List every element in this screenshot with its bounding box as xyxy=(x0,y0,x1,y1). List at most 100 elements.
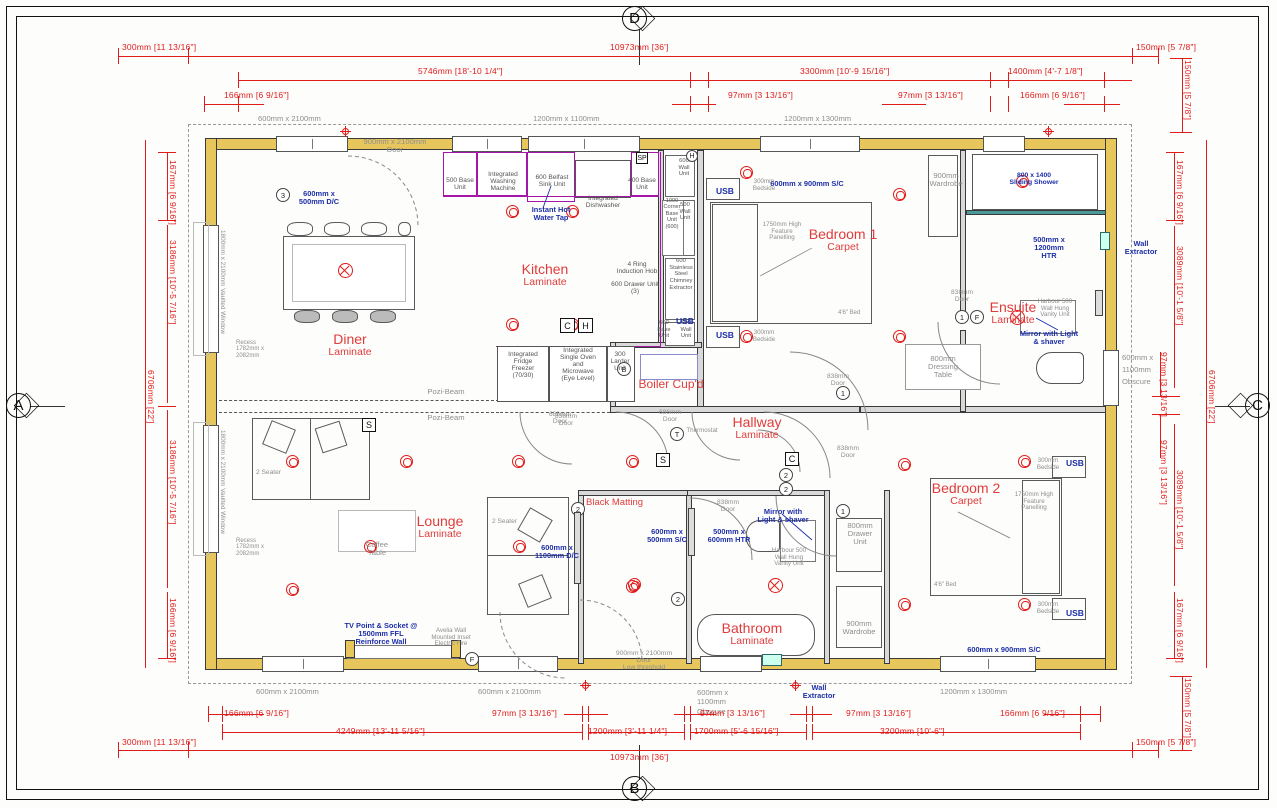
annotation-pozi-beam-top: Pozi-Beam xyxy=(427,387,465,396)
dim-line-right-total xyxy=(1206,140,1207,668)
partition-hallway-north-east xyxy=(860,406,1106,413)
integrated-dishwasher xyxy=(575,160,631,198)
crosshair-marker xyxy=(790,680,801,691)
opening-label-top-2: 1200mm x 1100mm xyxy=(533,114,600,123)
dim-bottom-second-4: 3200mm [10'-6"] xyxy=(880,726,945,736)
symbol-sp: SP xyxy=(636,152,648,164)
usb-socket-3: USB xyxy=(676,316,694,326)
dim-top-second-3: 1400mm [4'-7 1/8"] xyxy=(1008,66,1083,76)
chair xyxy=(324,222,350,236)
unit-label-belfast-sink: 600 Belfast Sink Unit xyxy=(535,174,569,188)
dim-line-bottom-second-1 xyxy=(222,732,582,733)
symbol-fire-switch: F xyxy=(465,652,479,666)
dim-line-right-3 xyxy=(1160,352,1161,396)
annotation-wall-extractor-east: Wall Extractor xyxy=(1124,239,1158,256)
symbol-switch: S xyxy=(656,453,670,467)
window-north-4 xyxy=(760,136,860,152)
grid-circle-c xyxy=(1245,393,1270,418)
symbol-boiler: B xyxy=(617,362,631,376)
dim-right-5: 3089mm [10'-1 5/8"] xyxy=(1175,470,1185,550)
annotation-bedside-3: 300mm Bedside xyxy=(1036,457,1060,471)
unit-label-chimney-extractor: 600 Stainless Steel Chimney Extractor xyxy=(669,258,693,291)
dim-line-right-4 xyxy=(1160,414,1161,458)
unit-label-drawer-unit: 600 Drawer Unit (3) xyxy=(611,281,659,295)
annotation-pozi-beam-bottom: Pozi-Beam xyxy=(427,413,465,422)
annotation-door-838-b: 838mm Door xyxy=(827,373,849,387)
dim-bottom-second-2: 1200mm [3'-11 1/4"] xyxy=(588,726,668,736)
setting-out-line xyxy=(188,124,1132,684)
annotation-electric-fire: Avelia Wall Mounted Inset Electric Fire xyxy=(431,627,471,647)
window-south-4 xyxy=(940,656,1036,672)
wall-unit-600 xyxy=(665,155,695,197)
dim-line-left-1 xyxy=(167,152,168,220)
corner-base-unit-1000 xyxy=(662,200,684,256)
dim-left-total: 6706mm [22'] xyxy=(146,370,156,424)
annotation-door-838-e: 838mm Door xyxy=(717,499,739,513)
dim-tick xyxy=(1104,72,1105,88)
dim-tick xyxy=(708,72,709,88)
annotation-sliding-shower: 800 x 1400 Sliding Shower xyxy=(1009,172,1059,187)
dim-line-bottom-third-b xyxy=(564,714,608,715)
bath xyxy=(697,614,815,656)
socket xyxy=(512,455,525,468)
symbol-two-way: 2 xyxy=(671,592,685,606)
dim-line-top-right-vert xyxy=(1182,58,1183,132)
dim-line-left-2 xyxy=(167,225,168,403)
annotation-vanity-bathroom: Harbour 500 Wall Hung Vanity Unit xyxy=(771,547,807,567)
dim-tick xyxy=(222,724,223,740)
dim-right-4: 97mm [3 13/16"] xyxy=(1159,440,1169,506)
dim-line-left-3 xyxy=(167,410,168,588)
annotation-door-838-d: 838mm Door xyxy=(951,289,973,303)
symbol-c: C xyxy=(560,318,575,333)
dim-tick xyxy=(690,706,691,722)
dim-tick xyxy=(812,724,813,740)
sliding-shower-enclosure xyxy=(972,154,1098,210)
room-label-boiler-cupboard: Boiler Cup'd xyxy=(638,377,704,391)
dim-tick xyxy=(1158,48,1159,64)
wardrobe-bedroom1 xyxy=(928,155,958,237)
base-unit-500 xyxy=(443,152,477,196)
annotation-wardrobe-bed2: 900mm Wardrobe xyxy=(842,619,876,636)
symbol-one-way: 1 xyxy=(836,504,850,518)
grid-circle-a xyxy=(6,393,31,418)
dim-line-bottom-second-3 xyxy=(690,732,806,733)
annotation-instant-hot-water-tap: Instant Hot Water Tap xyxy=(531,205,571,222)
dim-tick xyxy=(118,48,119,64)
dim-line-top-third-a xyxy=(204,104,264,105)
dim-bottom-third-5: 166mm [6 9/16"] xyxy=(1000,708,1066,718)
dim-top-third-3: 97mm [3 13/16"] xyxy=(898,90,964,100)
dim-tick xyxy=(990,72,991,88)
annotation-coffee-table: Coffee Table xyxy=(365,540,389,557)
socket xyxy=(286,455,299,468)
annotation-tv-point: TV Point & Socket @ 1500mm FFL Reinforce… xyxy=(344,621,418,646)
bedside-bedroom2-a xyxy=(1052,456,1086,478)
dim-line-top-outer xyxy=(118,56,1158,57)
unit-label-base-400: 400 Base Unit xyxy=(628,177,656,191)
unit-label-fridge-freezer: Integrated Fridge Freezer (70/30) xyxy=(508,351,538,379)
annotation-bedside-1: 300mm Bedside xyxy=(752,178,776,192)
bed-headboard-bedroom1 xyxy=(712,204,758,322)
dim-tick xyxy=(158,658,176,659)
dim-tick xyxy=(588,724,589,740)
dim-line-top-third-d xyxy=(1064,104,1120,105)
grid-mark-a: A xyxy=(6,389,40,423)
dim-tick xyxy=(588,706,589,722)
socket xyxy=(364,540,377,553)
annotation-panelling-bed1: 1750mm High Feature Panelling xyxy=(762,221,802,241)
dim-tick xyxy=(684,724,685,740)
dim-right-3: 97mm [3 13/16"] xyxy=(1159,352,1169,418)
socket xyxy=(1016,175,1029,188)
dim-line-bottom-second-4 xyxy=(812,732,1080,733)
annotation-panelling-bed2: 1750mm High Feature Panelling xyxy=(1014,491,1054,511)
dim-line-right-1 xyxy=(1174,152,1175,220)
bedside-bedroom1-b xyxy=(706,326,740,348)
unit-label-corner-base-1000: 1000 Corner Base Unit (600) xyxy=(663,198,681,230)
usb-socket-4: USB xyxy=(1066,458,1084,468)
symbol-three-way: 3 xyxy=(276,188,290,202)
annotation-wardrobe-bed1: 900mm Wardrobe xyxy=(929,171,963,188)
window-south-2 xyxy=(478,656,558,672)
integrated-oven-microwave xyxy=(549,346,607,402)
dim-bottom-third-3: 97mm [3 13/16"] xyxy=(700,708,766,718)
